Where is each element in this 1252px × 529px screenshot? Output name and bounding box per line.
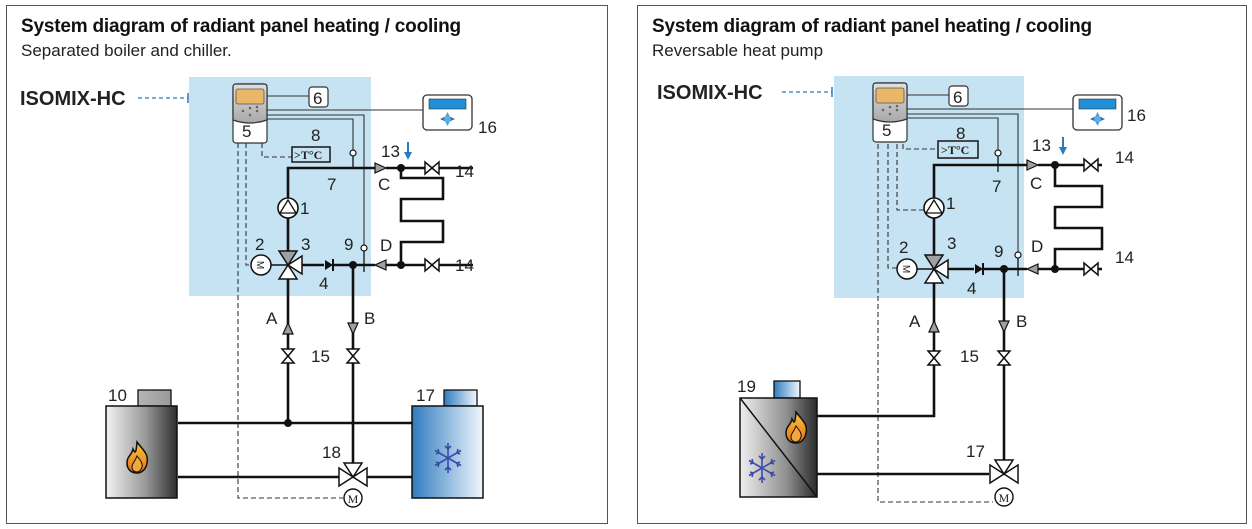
label-room-thermostat: 16: [478, 118, 497, 137]
manifold-valve-icon: [1083, 158, 1099, 172]
flow-arrow-icon: [1059, 147, 1067, 155]
label-chiller: 17: [416, 386, 435, 405]
diverter-valve-icon: [989, 459, 1019, 484]
actuator-motor-icon: [250, 254, 272, 276]
label-isolating-valves: 15: [311, 347, 330, 366]
label-port-c: C: [1030, 174, 1042, 193]
label-port-d: D: [380, 236, 392, 255]
label-supply-probe: 7: [992, 177, 1001, 196]
label-check-valve: 4: [967, 279, 976, 298]
label-room-thermostat: 16: [1127, 106, 1146, 125]
label-port-b: B: [1016, 312, 1027, 331]
left-diagram: ISOMIX-HC 5 6 8 >T°C 16: [20, 77, 497, 508]
right-diagram: ISOMIX-HC 5 6 8 >T°C 16: [657, 76, 1146, 507]
label-flow-direction: 13: [1032, 136, 1051, 155]
label-actuator: 2: [255, 235, 264, 254]
manifold-valve-icon: [424, 161, 440, 175]
label-controller: 5: [882, 121, 891, 140]
label-manifold-valve: 14: [1115, 248, 1134, 267]
manifold-valve-icon: [424, 258, 440, 272]
label-heat-pump: 19: [737, 377, 756, 396]
panel-subtitle: Reversable heat pump: [652, 41, 824, 60]
diverter-motor-icon: [343, 488, 363, 508]
label-manifold-valve: 14: [1115, 148, 1134, 167]
label-manifold-valve: 14: [455, 256, 474, 275]
thermostat-text: >T°C: [941, 143, 969, 157]
room-thermostat: [1072, 94, 1123, 131]
control-wiring: [877, 144, 993, 503]
panel-title: System diagram of radiant panel heating …: [21, 16, 461, 37]
panel-subtitle: Separated boiler and chiller.: [21, 41, 232, 60]
isolating-valve-icon: [927, 350, 941, 366]
label-port-c: C: [378, 175, 390, 194]
label-port-a: A: [909, 312, 921, 331]
room-thermostat: [422, 94, 473, 131]
label-pump: 1: [946, 194, 955, 213]
flow-arrow-icon: [404, 152, 412, 160]
svg-text:M: M: [348, 492, 359, 506]
label-supply-probe: 7: [327, 175, 336, 194]
isomix-module-area: [189, 77, 371, 296]
label-safety-thermostat: 8: [956, 124, 965, 143]
label-check-valve: 4: [319, 274, 328, 293]
label-diverter-valve: 18: [322, 443, 341, 462]
isolating-valve-icon: [346, 348, 360, 364]
panel-title: System diagram of radiant panel heating …: [652, 16, 1092, 37]
manifold-valve-icon: [1083, 262, 1099, 276]
label-flow-direction: 13: [381, 142, 400, 161]
label-isolating-valves: 15: [960, 347, 979, 366]
label-port-b: B: [364, 309, 375, 328]
safety-thermostat-box: [291, 146, 331, 163]
label-actuator: 2: [899, 238, 908, 257]
label-port-a: A: [266, 309, 278, 328]
label-pump: 1: [300, 199, 309, 218]
isolating-valve-icon: [997, 350, 1011, 366]
svg-text:M: M: [254, 261, 265, 269]
label-return-probe: 9: [344, 235, 353, 254]
check-valve-icon: [975, 264, 983, 274]
svg-text:M: M: [900, 265, 911, 273]
check-valve-icon: [325, 260, 333, 270]
actuator-motor-icon: [896, 258, 918, 280]
diverter-motor-icon: [994, 487, 1014, 507]
thermostat-text: >T°C: [294, 148, 322, 162]
product-label: ISOMIX-HC: [20, 88, 126, 110]
label-controller-ref: 6: [313, 89, 322, 108]
diverter-valve-icon: [338, 462, 368, 487]
label-controller: 5: [242, 122, 251, 141]
label-return-probe: 9: [994, 242, 1003, 261]
label-boiler: 10: [108, 386, 127, 405]
label-port-d: D: [1031, 237, 1043, 256]
label-mixing-valve: 3: [947, 234, 956, 253]
label-mixing-valve: 3: [301, 235, 310, 254]
label-manifold-valve: 14: [455, 162, 474, 181]
isolating-valve-icon: [281, 348, 295, 364]
label-diverter-valve: 17: [966, 442, 985, 461]
label-controller-ref: 6: [953, 88, 962, 107]
product-label: ISOMIX-HC: [657, 82, 763, 104]
svg-text:M: M: [999, 491, 1010, 505]
label-safety-thermostat: 8: [311, 126, 320, 145]
